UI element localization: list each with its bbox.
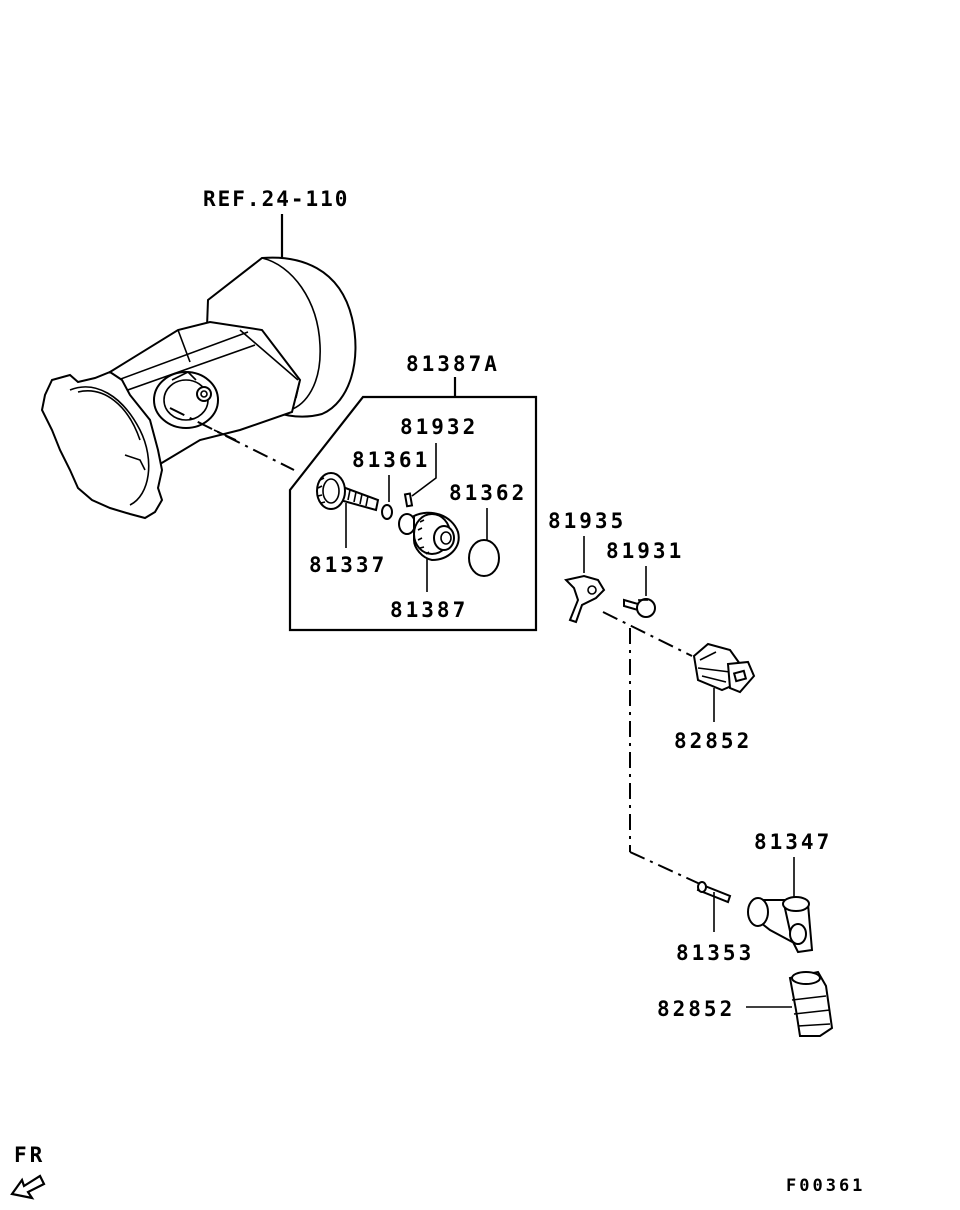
label-82852-lower: 82852 xyxy=(657,997,735,1021)
direction-label: FR xyxy=(14,1143,45,1167)
part-81932-pin xyxy=(403,492,414,508)
part-81935-plate xyxy=(564,574,606,624)
front-arrow-icon xyxy=(10,1174,46,1200)
transmission-housing xyxy=(40,256,357,520)
label-81337: 81337 xyxy=(309,553,387,577)
figure-code: F00361 xyxy=(786,1176,865,1196)
label-81347: 81347 xyxy=(754,830,832,854)
part-82852-sensor-lower xyxy=(788,970,834,1037)
part-81347-elbow xyxy=(747,896,814,954)
part-81361-oring xyxy=(381,504,393,520)
label-81387: 81387 xyxy=(390,598,468,622)
label-81931: 81931 xyxy=(606,539,684,563)
label-81932: 81932 xyxy=(400,415,478,439)
part-81931-bolt xyxy=(623,598,656,618)
part-81337-gear-shaft xyxy=(316,472,380,512)
kit-81387a-box xyxy=(288,377,538,632)
label-81353: 81353 xyxy=(676,941,754,965)
label-81361: 81361 xyxy=(352,448,430,472)
label-81935: 81935 xyxy=(548,509,626,533)
label-81362: 81362 xyxy=(449,481,527,505)
part-81387-sleeve xyxy=(398,511,460,562)
part-81362-oring xyxy=(468,539,500,577)
kit-81387a-label: 81387A xyxy=(406,352,500,376)
ref-label: REF.24-110 xyxy=(203,187,349,211)
label-82852-upper: 82852 xyxy=(674,729,752,753)
part-82852-sensor-upper xyxy=(692,642,756,694)
